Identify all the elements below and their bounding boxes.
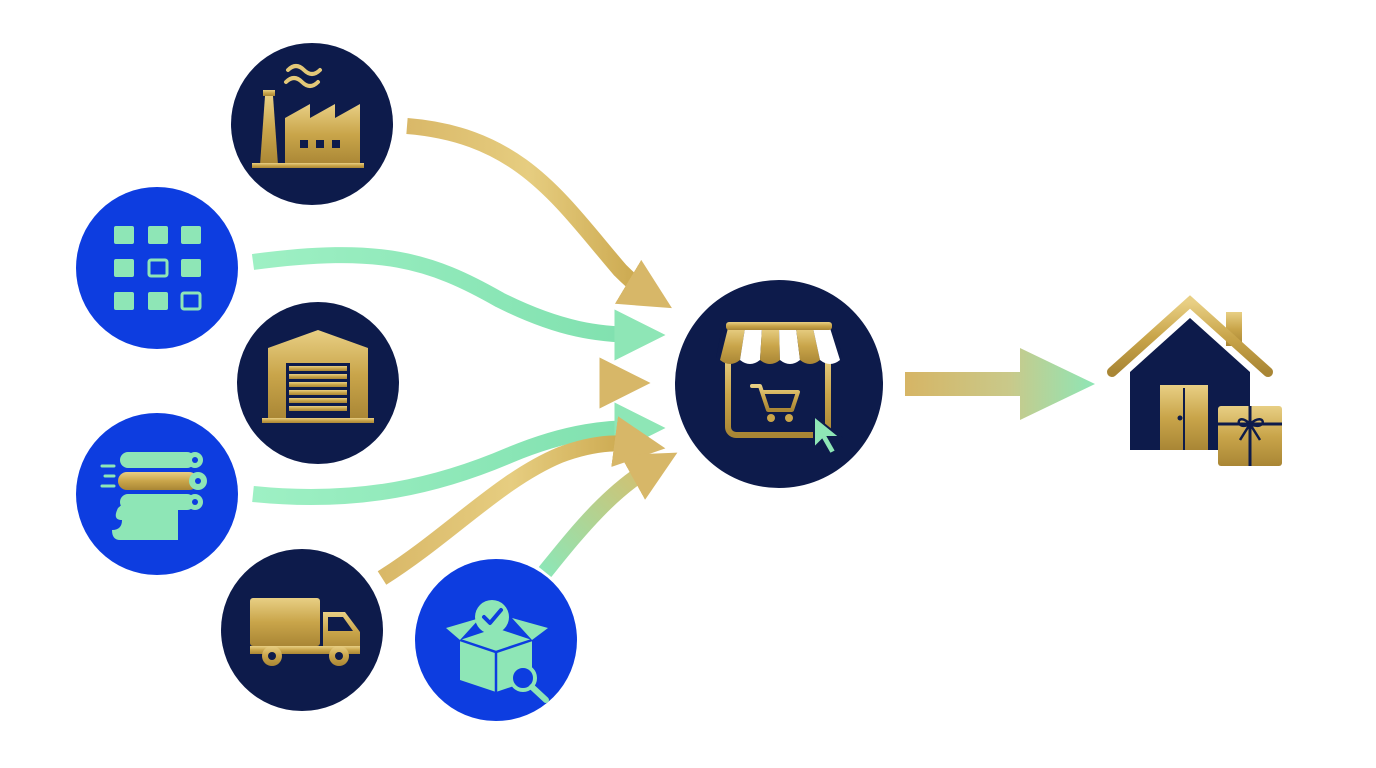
arrow-factory-to-store <box>406 118 672 309</box>
node-warehouse <box>237 302 399 464</box>
package-inspection-icon <box>446 600 549 703</box>
factory-icon <box>252 64 364 168</box>
arrow-truck-to-store <box>377 416 666 585</box>
arrow-store-to-home <box>905 348 1095 420</box>
house-with-gift-icon <box>1107 295 1282 466</box>
node-package-inspection <box>415 559 577 721</box>
warehouse-icon <box>262 330 374 423</box>
online-store-icon <box>716 322 843 456</box>
printing-rollers-icon <box>100 452 207 540</box>
flow-arrows <box>251 118 1095 585</box>
node-printing-rollers <box>76 413 238 575</box>
arrow-inspection-to-store <box>538 452 678 578</box>
node-home-delivery <box>1107 295 1282 466</box>
node-inventory-grid <box>76 187 238 349</box>
delivery-truck-icon <box>250 598 360 666</box>
arrow-inventory-to-store <box>251 247 666 361</box>
arrow-printing-to-store <box>252 402 666 506</box>
inventory-grid-icon <box>114 226 202 311</box>
node-online-store <box>675 280 883 488</box>
node-factory <box>231 43 393 205</box>
node-delivery-truck <box>221 549 383 711</box>
